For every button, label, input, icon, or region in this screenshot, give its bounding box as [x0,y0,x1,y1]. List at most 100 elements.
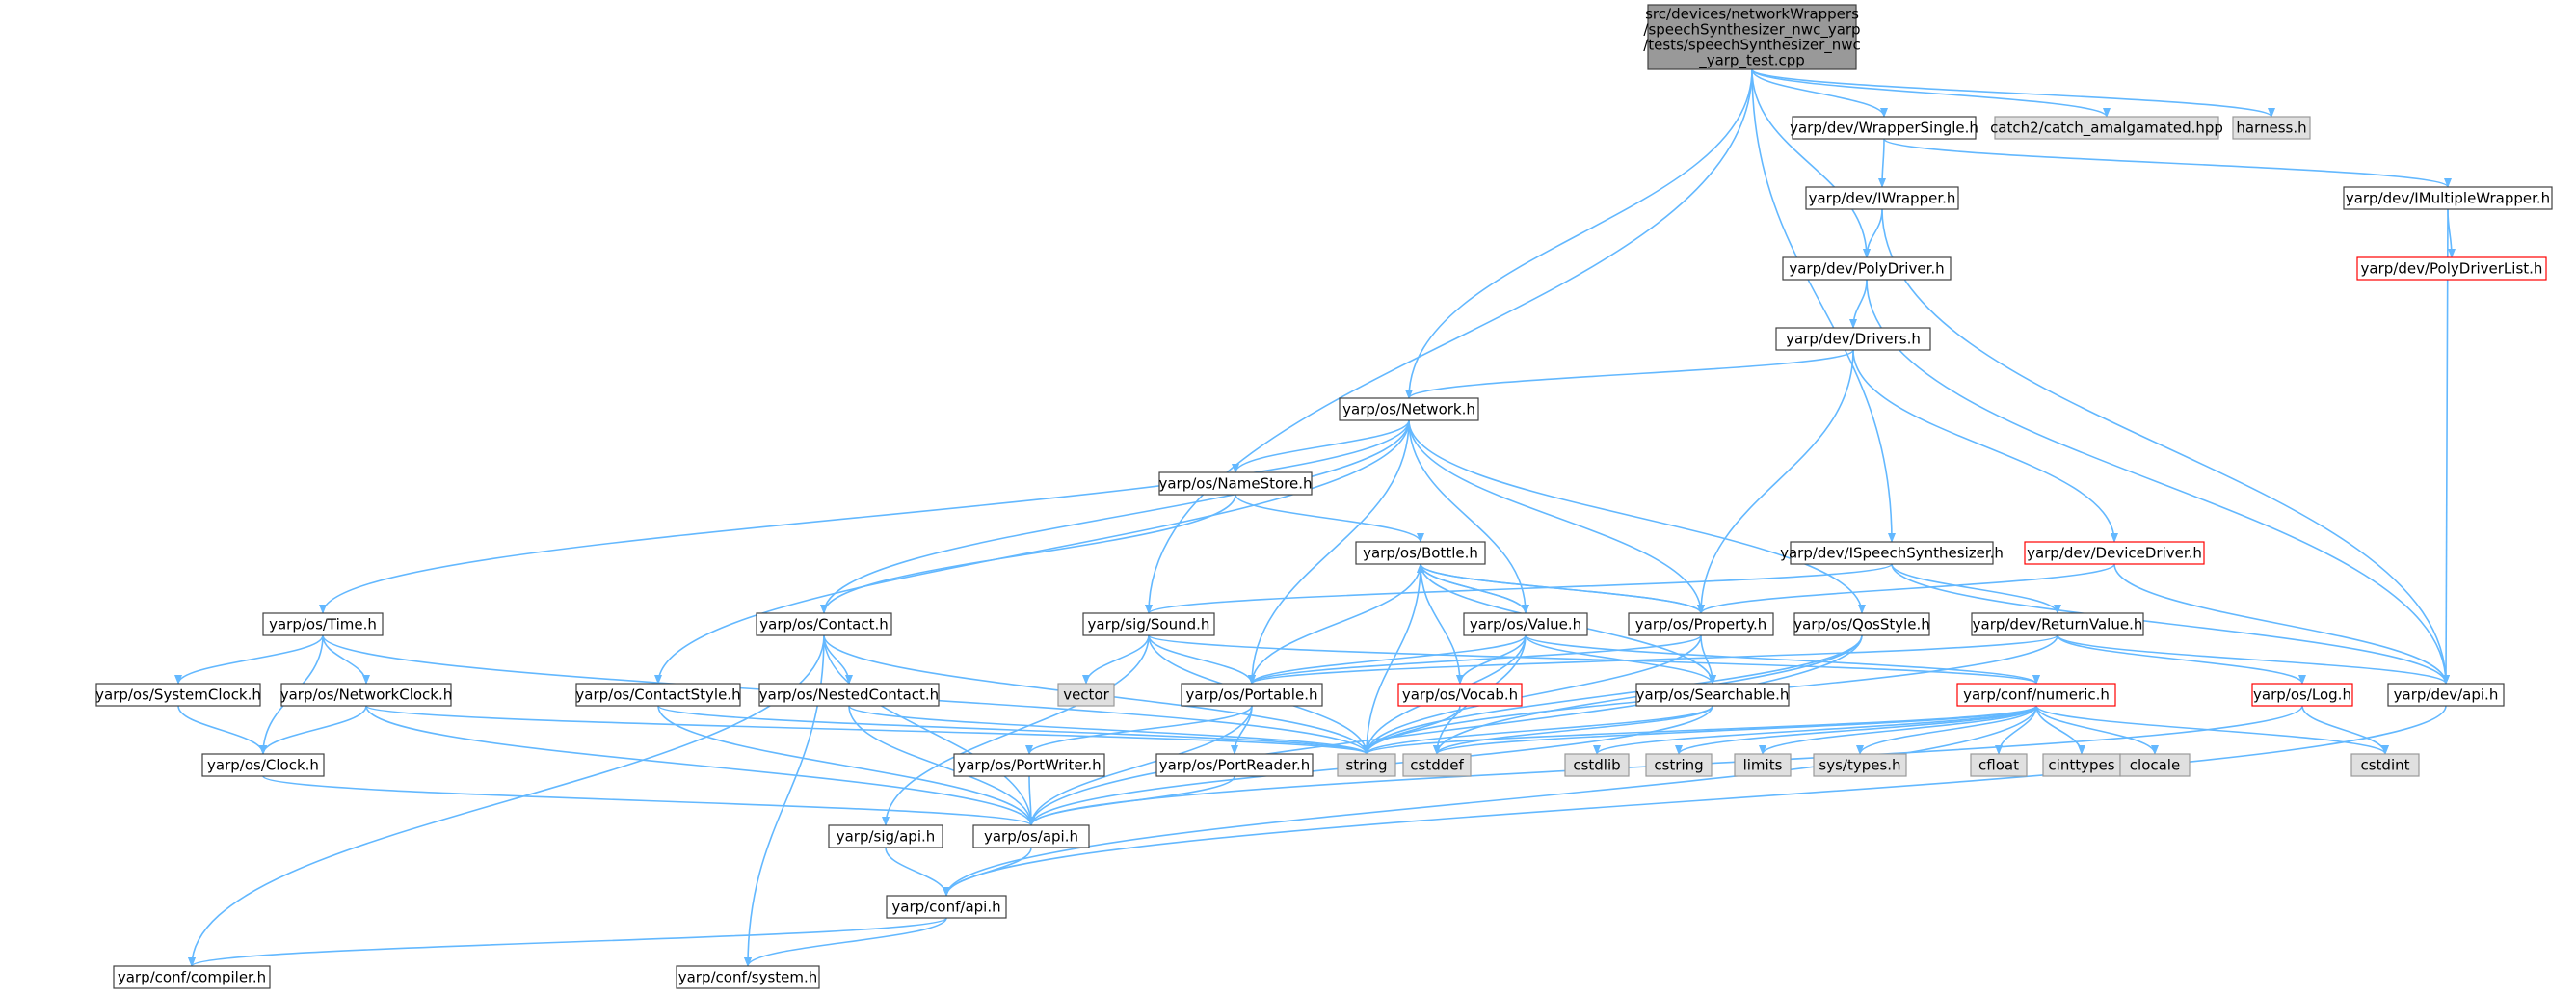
node-network[interactable]: yarp/os/Network.h [1339,397,1479,421]
node-confapi[interactable]: yarp/conf/api.h [886,895,1007,919]
node-nestedcontact[interactable]: yarp/os/NestedContact.h [758,683,940,707]
node-systypes[interactable]: sys/types.h [1813,753,1907,777]
node-contactstyle[interactable]: yarp/os/ContactStyle.h [575,683,741,707]
node-iwrapper[interactable]: yarp/dev/IWrapper.h [1805,186,1959,210]
node-searchable[interactable]: yarp/os/Searchable.h [1635,683,1790,707]
node-string[interactable]: string [1337,753,1396,777]
node-clock[interactable]: yarp/os/Clock.h [201,753,325,777]
node-label: yarp/dev/WrapperSingle.h [1790,120,1978,137]
node-box [1734,753,1792,777]
node-returnvalue[interactable]: yarp/dev/ReturnValue.h [1971,612,2144,636]
node-property[interactable]: yarp/os/Property.h [1628,612,1774,636]
node-label: cstddef [1410,757,1464,774]
edge-property-to-portable [1248,634,1702,685]
node-harness[interactable]: harness.h [2232,116,2311,140]
node-box [1775,327,1931,351]
node-label: yarp/os/Network.h [1342,401,1475,418]
edge-root-to-harness [1751,68,2275,118]
node-polydriver[interactable]: yarp/dev/PolyDriver.h [1782,256,1952,281]
node-numeric[interactable]: yarp/conf/numeric.h [1956,683,2116,707]
node-label: yarp/os/Portable.h [1186,686,1318,704]
node-cfloat[interactable]: cfloat [1970,753,2028,777]
node-portreader[interactable]: yarp/os/PortReader.h [1155,753,1314,777]
node-cinttypes[interactable]: cinttypes [2042,753,2121,777]
node-clocale[interactable]: clocale [2119,753,2191,777]
node-imultiplewrapper[interactable]: yarp/dev/IMultipleWrapper.h [2343,186,2553,210]
node-box [1647,4,1857,70]
edge-networkclock-to-string [365,705,1370,755]
node-label: yarp/os/SystemClock.h [95,686,261,704]
node-label: vector [1063,686,1109,704]
node-polydriverlist[interactable]: yarp/dev/PolyDriverList.h [2356,256,2547,281]
node-box [1994,116,2219,140]
node-value[interactable]: yarp/os/Value.h [1463,612,1588,636]
edge-root-to-catch [1751,68,2111,118]
node-portwriter[interactable]: yarp/os/PortWriter.h [953,753,1105,777]
node-box [280,683,452,707]
node-devapi[interactable]: yarp/dev/api.h [2387,683,2505,707]
node-label: yarp/dev/PolyDriverList.h [2361,260,2543,278]
node-contact[interactable]: yarp/os/Contact.h [756,612,892,636]
node-box [201,753,325,777]
node-sigapi[interactable]: yarp/sig/api.h [828,824,943,848]
node-cstring[interactable]: cstring [1645,753,1713,777]
edge-value-to-searchable [1525,634,1716,685]
node-time[interactable]: yarp/os/Time.h [262,612,384,636]
node-label: yarp/dev/Drivers.h [1786,331,1921,348]
node-ispeech[interactable]: yarp/dev/ISpeechSynthesizer.h [1780,541,2004,565]
node-portable[interactable]: yarp/os/Portable.h [1181,683,1323,707]
node-cstdlib[interactable]: cstdlib [1564,753,1630,777]
node-box [1805,186,1959,210]
edge-osapi-to-confapi [943,847,1032,897]
node-label: yarp/os/Clock.h [207,757,319,774]
node-log[interactable]: yarp/os/Log.h [2251,683,2353,707]
node-box [1645,753,1713,777]
node-label: /tests/speechSynthesizer_nwc [1643,37,1861,55]
edge-iwrapper-to-polydriver [1863,208,1883,258]
node-box [2024,541,2205,565]
edge-wrappersingle-to-iwrapper [1878,138,1887,188]
node-devicedriver[interactable]: yarp/dev/DeviceDriver.h [2024,541,2205,565]
node-sound[interactable]: yarp/sig/Sound.h [1082,612,1215,636]
node-bottle[interactable]: yarp/os/Bottle.h [1355,541,1486,565]
node-catch[interactable]: catch2/catch_amalgamated.hpp [1990,116,2223,140]
node-cstdint[interactable]: cstdint [2350,753,2420,777]
node-systemclock[interactable]: yarp/os/SystemClock.h [95,683,261,707]
node-label: /speechSynthesizer_nwc_yarp [1643,21,1860,40]
node-label: _yarp_test.cpp [1698,52,1805,70]
node-root[interactable]: src/devices/networkWrappers/speechSynthe… [1643,4,1861,70]
node-label: limits [1743,757,1783,774]
edge-log-to-cstdint [2301,705,2389,755]
node-box [1956,683,2116,707]
node-box [1057,683,1115,707]
node-label: src/devices/networkWrappers [1645,6,1859,23]
node-box [2343,186,2553,210]
edge-numeric-to-cstdlib [1593,705,2037,755]
node-label: yarp/sig/Sound.h [1088,616,1210,633]
edge-searchable-to-string [1363,705,1713,755]
node-box [1181,683,1323,707]
edge-numeric-to-cinttypes [2035,705,2085,755]
node-wrappersingle[interactable]: yarp/dev/WrapperSingle.h [1790,116,1978,140]
node-qosstyle[interactable]: yarp/os/QosStyle.h [1793,612,1930,636]
node-namestore[interactable]: yarp/os/NameStore.h [1158,471,1313,496]
node-vocab[interactable]: yarp/os/Vocab.h [1397,683,1523,707]
node-label: yarp/os/Vocab.h [1402,686,1518,704]
node-cstddef[interactable]: cstddef [1402,753,1472,777]
node-osapi[interactable]: yarp/os/api.h [972,824,1090,848]
node-system[interactable]: yarp/conf/system.h [676,965,820,989]
node-limits[interactable]: limits [1734,753,1792,777]
edge-devapi-to-confapi [943,705,2447,897]
node-compiler[interactable]: yarp/conf/compiler.h [113,965,271,989]
node-vector[interactable]: vector [1057,683,1115,707]
edge-property-to-bottle [1417,563,1702,614]
edge-systemclock-to-clock [177,705,267,755]
nodes-layer: src/devices/networkWrappers/speechSynthe… [95,4,2553,989]
node-label: yarp/dev/ISpeechSynthesizer.h [1780,545,2004,562]
node-networkclock[interactable]: yarp/os/NetworkClock.h [280,683,453,707]
node-drivers[interactable]: yarp/dev/Drivers.h [1775,327,1931,351]
edge-ispeech-to-returnvalue [1891,563,2061,614]
node-box [1971,612,2144,636]
node-label: yarp/sig/api.h [837,828,936,846]
node-box [2119,753,2191,777]
